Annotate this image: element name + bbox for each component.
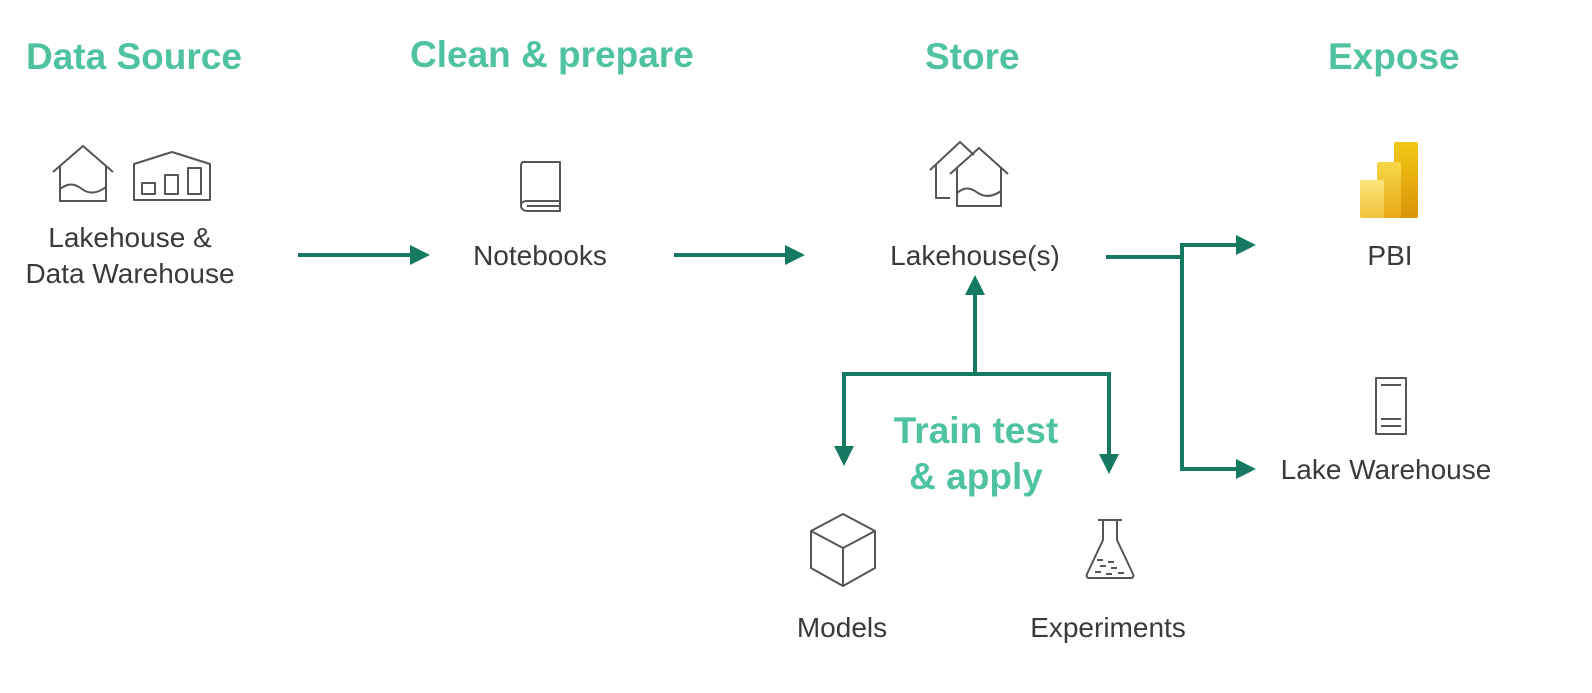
node-pbi: PBI: [1367, 240, 1413, 271]
arrow-to-experiments: [975, 372, 1119, 474]
arrow-to-pbi: [1180, 235, 1256, 257]
arrow-to-models: [834, 372, 975, 466]
cube-icon: [810, 513, 876, 587]
heading-train-test: Train test: [893, 410, 1059, 451]
heading-store: Store: [925, 36, 1020, 77]
server-icon: [1375, 377, 1407, 435]
node-models: Models: [796, 612, 888, 643]
power-bi-icon: [1360, 142, 1418, 218]
arrow-to-lake-warehouse: [1180, 245, 1256, 479]
node-source-line2: Data Warehouse: [25, 258, 235, 289]
heading-expose: Expose: [1328, 36, 1460, 77]
heading-data-source: Data Source: [26, 36, 242, 77]
lakehouse-icon: [52, 145, 114, 202]
warehouse-icon: [133, 151, 211, 201]
flask-icon: [1085, 519, 1135, 579]
lakehouses-icon: [929, 141, 1009, 207]
node-lakehouses: Lakehouse(s): [890, 240, 1060, 271]
node-experiments: Experiments: [1030, 612, 1186, 643]
heading-apply: & apply: [909, 456, 1043, 497]
node-lake-warehouse: Lake Warehouse: [1280, 454, 1492, 485]
notebook-icon: [520, 161, 561, 212]
node-notebooks: Notebooks: [473, 240, 607, 271]
heading-clean-prepare: Clean & prepare: [410, 34, 694, 75]
node-source-line1: Lakehouse &: [48, 222, 212, 253]
